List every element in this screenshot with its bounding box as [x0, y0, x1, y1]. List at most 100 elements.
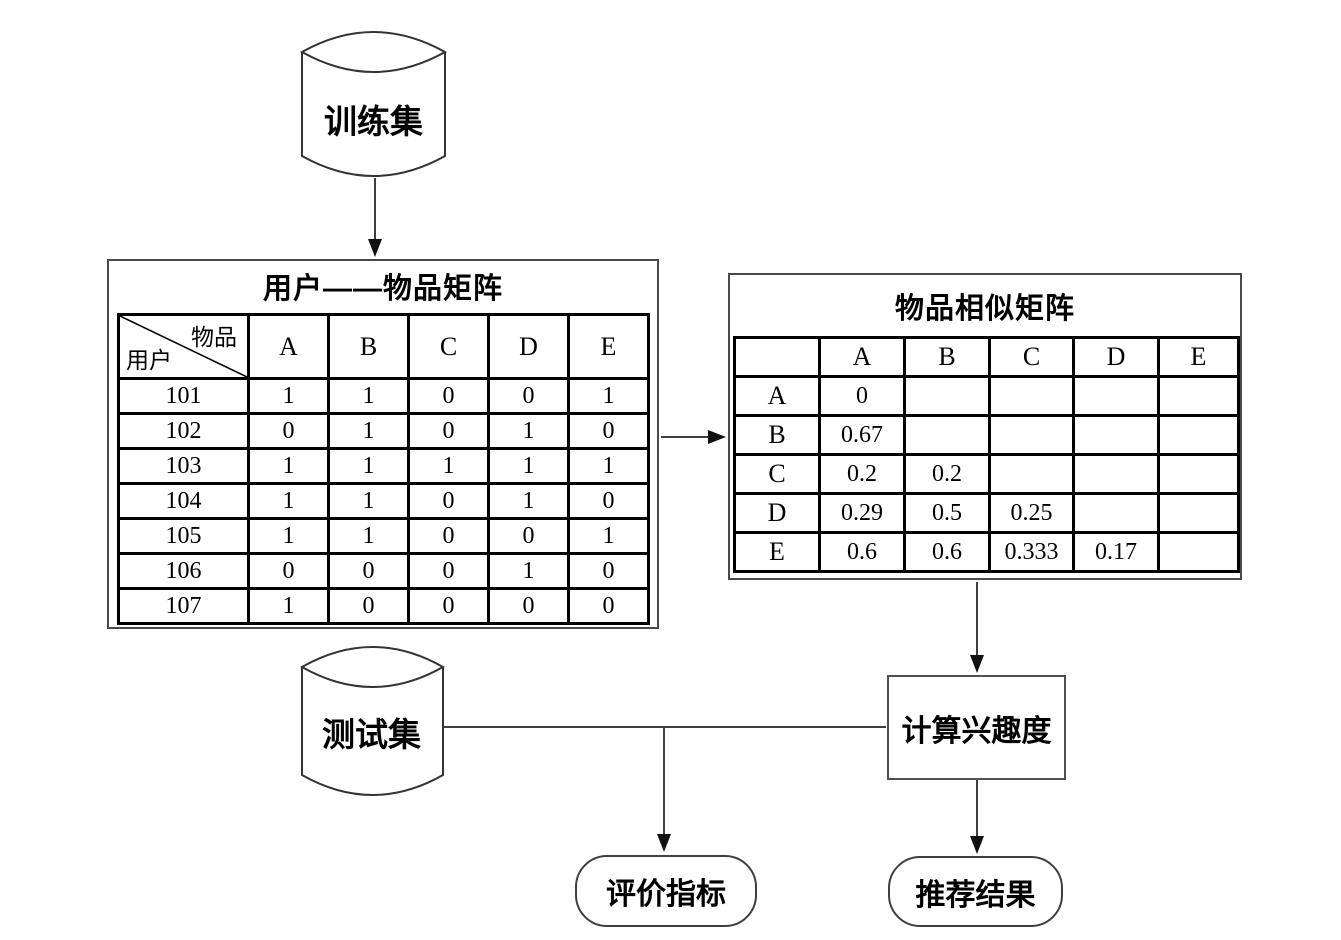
compute-interest-box: 计算兴趣度 — [887, 675, 1066, 780]
matrix-cell: 0 — [567, 587, 650, 625]
table-row: E 0.6 0.6 0.333 0.17 — [733, 531, 1240, 573]
col-header: C — [407, 313, 490, 380]
matrix-cell: 1 — [327, 412, 410, 450]
corner-diagonal — [121, 317, 246, 376]
matrix-cell: 1 — [567, 447, 650, 485]
matrix-cell — [1157, 453, 1240, 495]
matrix-cell: 0 — [407, 517, 490, 555]
arrow-similarity-to-compute-head — [970, 655, 984, 673]
row-label: 104 — [117, 482, 250, 520]
col-header: D — [487, 313, 570, 380]
matrix-cell: 0.6 — [903, 531, 991, 573]
col-header: A — [818, 336, 906, 378]
matrix-cell: 0 — [567, 482, 650, 520]
matrix-cell: 0.5 — [903, 492, 991, 534]
matrix-cell: 1 — [407, 447, 490, 485]
table-row: 107 1 0 0 0 0 — [117, 587, 650, 625]
matrix-cell: 0.333 — [988, 531, 1075, 573]
row-label: A — [733, 375, 821, 417]
matrix-cell: 0 — [247, 552, 330, 590]
item-similarity-table: A B C D E A 0 B 0.67 C 0.2 0.2 — [733, 336, 1240, 573]
row-label: 102 — [117, 412, 250, 450]
col-header: B — [327, 313, 410, 380]
train-set-label: 训练集 — [324, 103, 423, 140]
row-label: B — [733, 414, 821, 456]
col-header: E — [567, 313, 650, 380]
matrix-cell — [903, 414, 991, 456]
user-item-matrix-box: 用户——物品矩阵 物品 用户 A B C D E 101 1 1 0 0 1 1… — [107, 259, 659, 629]
arrow-compute-to-result-head — [970, 836, 984, 854]
matrix-cell — [1157, 492, 1240, 534]
table-row: 103 1 1 1 1 1 — [117, 447, 650, 485]
matrix-cell — [1157, 414, 1240, 456]
matrix-cell: 1 — [327, 517, 410, 555]
matrix-cell — [903, 375, 991, 417]
matrix-cell — [1072, 492, 1160, 534]
user-item-header-row: 物品 用户 A B C D E — [117, 313, 650, 380]
row-label: 103 — [117, 447, 250, 485]
matrix-cell: 0 — [327, 587, 410, 625]
col-header: D — [1072, 336, 1160, 378]
matrix-cell: 0.2 — [903, 453, 991, 495]
col-header: A — [247, 313, 330, 380]
row-label: E — [733, 531, 821, 573]
recommend-result-label: 推荐结果 — [915, 878, 1036, 912]
matrix-cell: 0 — [567, 552, 650, 590]
matrix-cell — [988, 414, 1075, 456]
item-similarity-matrix-title: 物品相似矩阵 — [894, 293, 1075, 325]
matrix-cell: 1 — [247, 482, 330, 520]
table-row: 104 1 1 0 1 0 — [117, 482, 650, 520]
col-header: C — [988, 336, 1075, 378]
matrix-cell: 1 — [247, 377, 330, 415]
matrix-cell — [1072, 453, 1160, 495]
matrix-cell — [988, 375, 1075, 417]
user-item-matrix-table: 物品 用户 A B C D E 101 1 1 0 0 1 102 0 1 0 … — [117, 313, 650, 625]
matrix-cell: 0.2 — [818, 453, 906, 495]
matrix-cell: 1 — [327, 377, 410, 415]
arrow-junction-to-eval-head — [657, 834, 671, 852]
matrix-cell — [1072, 414, 1160, 456]
corner-label-users: 用户 — [126, 347, 172, 373]
recommend-result-terminator: 推荐结果 — [888, 856, 1063, 927]
row-label: 105 — [117, 517, 250, 555]
matrix-cell: 0 — [327, 552, 410, 590]
matrix-cell: 0 — [407, 587, 490, 625]
matrix-cell: 0.25 — [988, 492, 1075, 534]
arrow-train-to-matrix-head — [368, 239, 382, 257]
evaluation-metric-terminator: 评价指标 — [575, 855, 757, 927]
test-set-label: 测试集 — [322, 716, 421, 753]
evaluation-metric-label: 评价指标 — [606, 878, 726, 911]
arrow-matrix-to-similarity-head — [708, 430, 726, 444]
compute-interest-label: 计算兴趣度 — [901, 714, 1052, 748]
matrix-cell: 1 — [487, 447, 570, 485]
matrix-cell: 0 — [407, 552, 490, 590]
matrix-cell: 0 — [247, 412, 330, 450]
matrix-cell: 0.17 — [1072, 531, 1160, 573]
matrix-cell: 1 — [487, 412, 570, 450]
matrix-cell — [1157, 375, 1240, 417]
matrix-cell: 0.67 — [818, 414, 906, 456]
matrix-cell: 1 — [327, 482, 410, 520]
matrix-cell: 0.6 — [818, 531, 906, 573]
table-row: 101 1 1 0 0 1 — [117, 377, 650, 415]
blank-corner-cell — [733, 336, 821, 378]
row-label: 107 — [117, 587, 250, 625]
matrix-cell: 1 — [247, 447, 330, 485]
matrix-cell: 1 — [487, 482, 570, 520]
item-similarity-matrix-box: 物品相似矩阵 A B C D E A 0 B 0.67 C — [728, 273, 1242, 580]
similarity-header-row: A B C D E — [733, 336, 1240, 378]
matrix-cell: 0 — [407, 412, 490, 450]
table-row: A 0 — [733, 375, 1240, 417]
matrix-cell: 1 — [567, 517, 650, 555]
matrix-cell: 1 — [487, 552, 570, 590]
row-label: C — [733, 453, 821, 495]
corner-cell: 物品 用户 — [117, 313, 250, 380]
matrix-cell: 0.29 — [818, 492, 906, 534]
user-item-matrix-title: 用户——物品矩阵 — [262, 273, 503, 305]
matrix-cell: 0 — [487, 587, 570, 625]
table-row: B 0.67 — [733, 414, 1240, 456]
matrix-cell — [988, 453, 1075, 495]
matrix-cell: 0 — [818, 375, 906, 417]
matrix-cell — [1157, 531, 1240, 573]
table-row: D 0.29 0.5 0.25 — [733, 492, 1240, 534]
